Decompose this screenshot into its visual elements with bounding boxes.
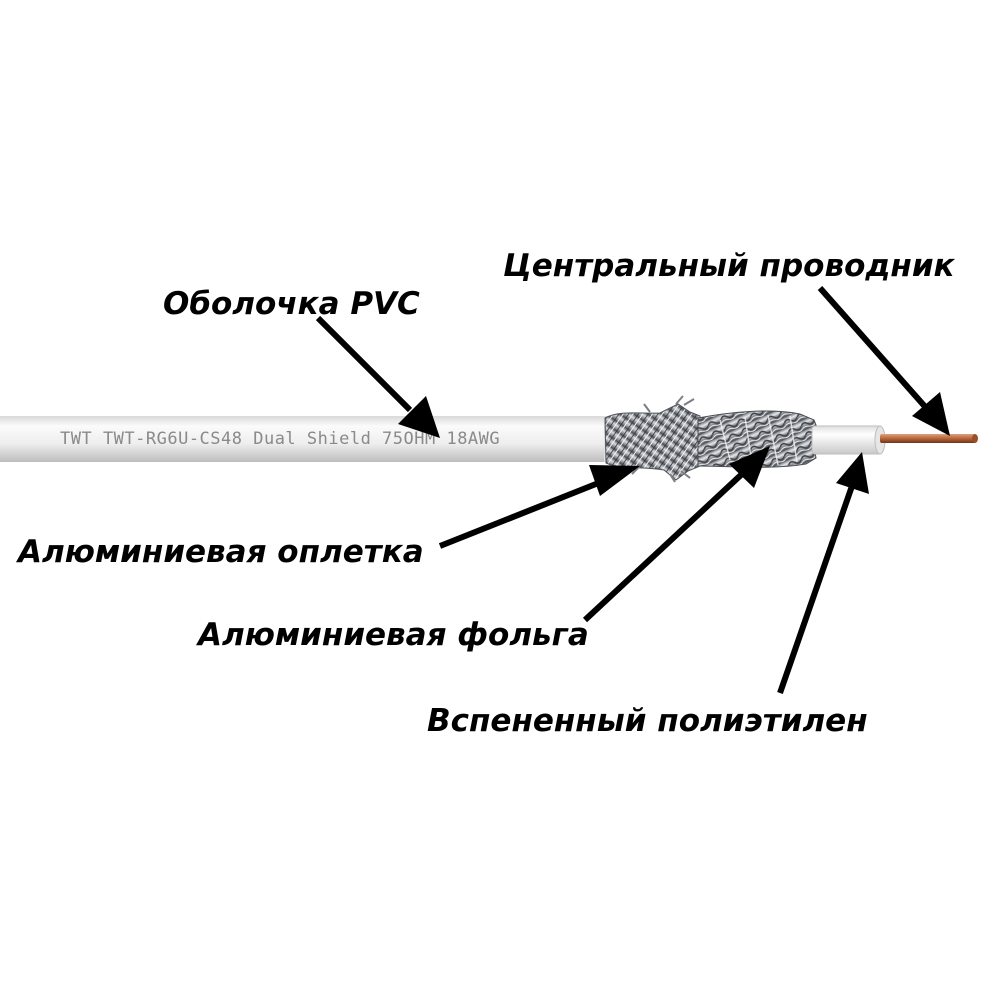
arrow-center-conductor xyxy=(820,288,950,436)
label-foamed-polyethylene: Вспененный полиэтилен xyxy=(427,703,868,739)
conductor-tip xyxy=(972,434,978,443)
label-aluminium-foil: Алюминиевая фольга xyxy=(195,617,589,653)
arrow-braid xyxy=(440,465,640,546)
foamed-polyethylene xyxy=(812,426,882,454)
center-conductor xyxy=(880,434,976,443)
labels: Оболочка PVC Центральный проводник Алюми… xyxy=(15,248,956,739)
label-aluminium-braid: Алюминиевая оплетка xyxy=(15,534,424,570)
cable: TWT TWT-RG6U-CS48 Dual Shield 75OHM 18AW… xyxy=(0,396,978,482)
label-center-conductor: Центральный проводник xyxy=(503,248,956,284)
label-pvc-jacket: Оболочка PVC xyxy=(163,286,420,322)
arrow-dielectric xyxy=(780,452,869,693)
